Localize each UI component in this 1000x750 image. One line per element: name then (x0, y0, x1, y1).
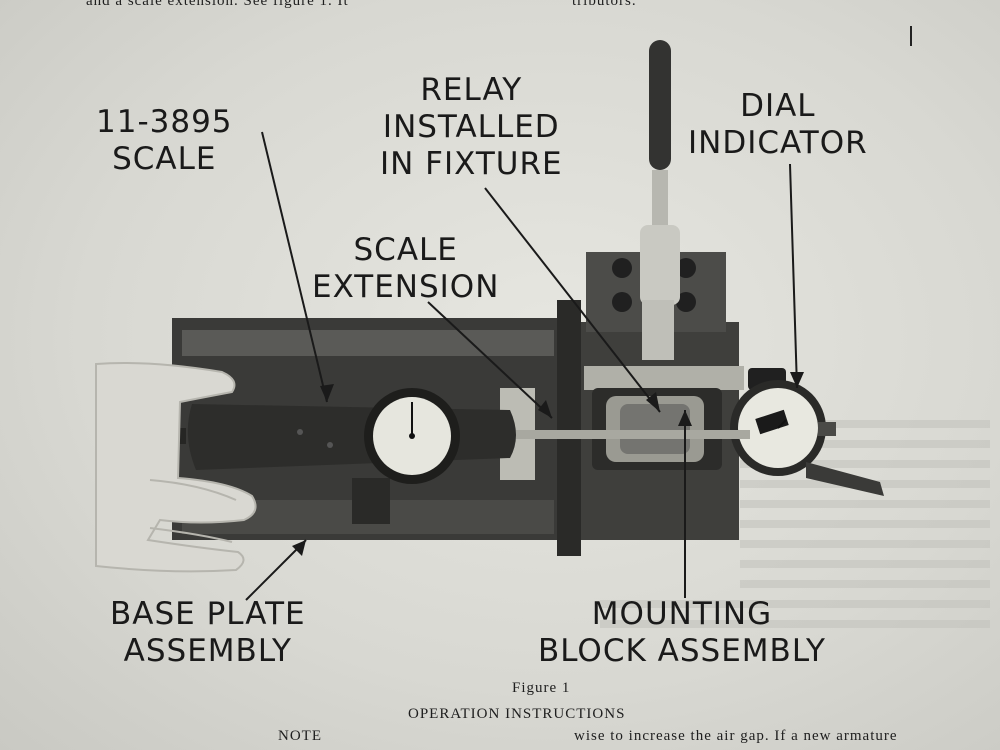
callout-mounting-line-1: MOUNTING (591, 596, 773, 632)
arrow-scale (320, 384, 334, 402)
callout-extension-line-2: EXTENSION (312, 269, 500, 305)
arrow-relay (646, 392, 660, 412)
figure-caption: Figure 1 (512, 680, 571, 696)
divider-plate (557, 300, 581, 556)
callout-relay-line-2: INSTALLED (382, 109, 560, 145)
arrow-mounting (678, 410, 692, 426)
note-heading: NOTE (278, 728, 322, 744)
arrow-base (292, 540, 306, 556)
top-text-right: tributors. (572, 0, 637, 9)
callout-dial-line-1: DIAL (740, 88, 816, 124)
callout-base-line-1: BASE PLATE (110, 596, 306, 632)
callout-scale-line-2: SCALE (112, 141, 217, 177)
leader-relay (484, 187, 661, 413)
callout-relay-line-3: IN FIXTURE (380, 146, 563, 182)
callout-extension-line-1: SCALE (353, 232, 458, 268)
scale-extension-rod (510, 430, 750, 439)
callout-base: BASE PLATE ASSEMBLY (110, 596, 306, 670)
arrow-dial (790, 372, 804, 388)
body-text-continued: wise to increase the air gap. If a new a… (574, 728, 898, 744)
callout-relay-line-1: RELAY (420, 72, 523, 108)
callout-dial-line-2: INDICATOR (688, 125, 868, 161)
margin-mark (910, 26, 912, 46)
callout-dial: DIAL INDICATOR (688, 88, 868, 162)
callout-base-line-2: ASSEMBLY (123, 633, 292, 669)
callout-mounting: MOUNTING BLOCK ASSEMBLY (538, 596, 826, 670)
leader-dial (789, 163, 798, 389)
clamp-handle (649, 40, 671, 170)
callout-scale: 11-3895 SCALE (96, 104, 233, 178)
arrow-extension (538, 400, 552, 418)
callout-mounting-line-2: BLOCK ASSEMBLY (538, 633, 826, 669)
top-text-left: and a scale extension. See figure 1. It (86, 0, 349, 9)
callout-extension: SCALE EXTENSION (312, 232, 499, 306)
leader-scale (261, 131, 328, 403)
callout-scale-line-1: 11-3895 (96, 104, 233, 140)
hand (95, 362, 257, 573)
callout-relay: RELAY INSTALLED IN FIXTURE (380, 72, 563, 183)
leader-extension (427, 301, 553, 419)
section-heading: OPERATION INSTRUCTIONS (408, 706, 626, 722)
